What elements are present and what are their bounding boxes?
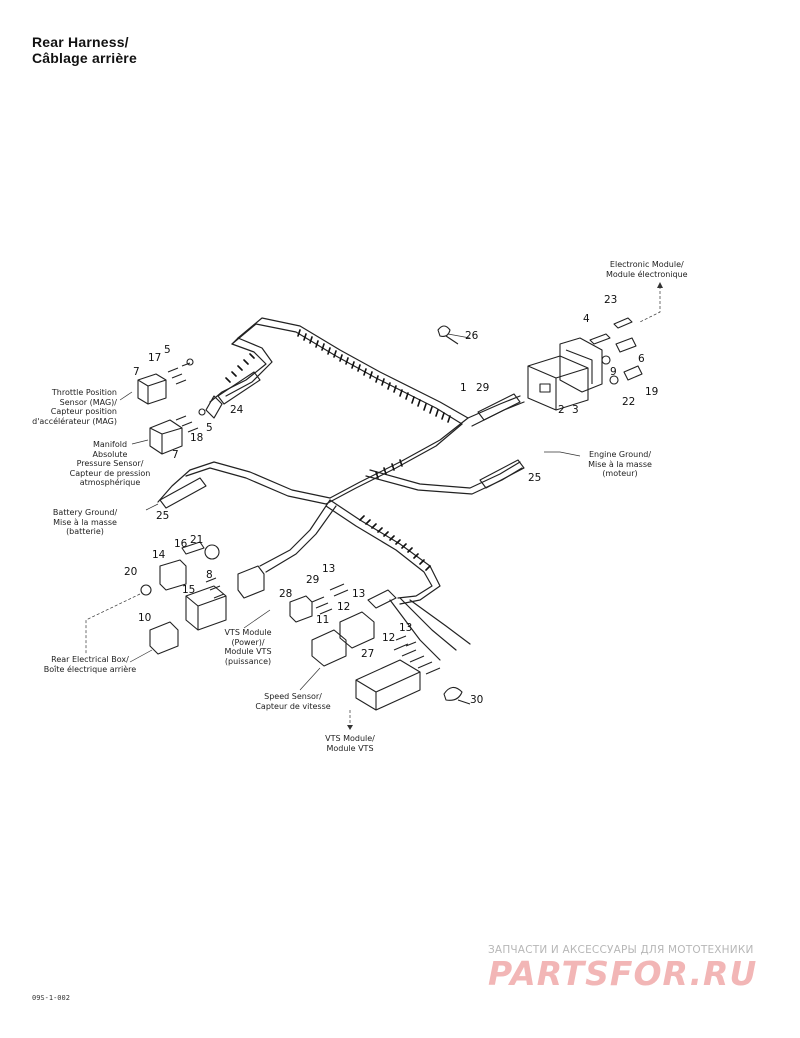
harness-engine-ground [369, 461, 521, 489]
label-line: Module électronique [606, 269, 688, 279]
label-line: Boîte électrique arrière [43, 664, 137, 674]
label-line: Pressure Sensor/ [76, 459, 144, 468]
part-number: 19 [645, 386, 659, 398]
part-number: 13 [399, 622, 413, 634]
sleeve-29 [477, 393, 521, 421]
label-map-sensor: Manifold Absolute Pressure Sensor/ Capte… [58, 440, 162, 488]
electronic-module-part [527, 337, 603, 411]
part-number: 15 [182, 584, 196, 596]
watermark-logo: PARTSFOR.RU [488, 954, 758, 993]
part-number: 20 [124, 566, 138, 578]
part-number: 22 [622, 396, 636, 408]
drawing-code: 09S-1-002 [32, 994, 70, 1002]
vts-connector-part [355, 659, 421, 711]
part-number: 21 [190, 534, 204, 546]
sleeve-25-battery [159, 477, 207, 509]
part-number: 2 [558, 404, 565, 416]
harness-rear-box-branch [259, 499, 331, 567]
part-number: 12 [382, 632, 396, 644]
label-line: Rear Electrical Box/ [51, 655, 129, 664]
label-line: Electronic Module/ [609, 260, 684, 269]
part-number: 29 [306, 574, 320, 586]
label-tps: Throttle Position Sensor (MAG)/ Capteur … [32, 388, 117, 426]
part-number: 13 [322, 563, 336, 575]
label-line: Mise à la masse [53, 517, 117, 527]
part-number: 4 [583, 313, 590, 325]
label-line: Module VTS [224, 647, 272, 656]
label-line: d'accélérateur (MAG) [32, 416, 117, 426]
part-number: 23 [604, 294, 618, 306]
watermark: ЗАПЧАСТИ И АКСЕССУАРЫ ДЛЯ МОТОТЕХНИКИ PA… [488, 944, 788, 992]
label-engine-ground: Engine Ground/ Mise à la masse (moteur) [574, 450, 666, 479]
part-number: 14 [152, 549, 166, 561]
label-line: Capteur de pression [69, 468, 151, 478]
label-line: Capteur de vitesse [255, 701, 331, 711]
part-number: 25 [156, 510, 170, 522]
part-number: 24 [230, 404, 244, 416]
label-line: Module VTS [326, 743, 374, 753]
harness-top-branch [237, 317, 469, 419]
part-number: 8 [206, 569, 213, 581]
part-number: 26 [465, 330, 479, 342]
part-number: 30 [470, 694, 484, 706]
tps-connector-part [137, 373, 167, 405]
label-rear-electrical-box: Rear Electrical Box/ Boîte électrique ar… [34, 655, 146, 674]
label-vts-power: VTS Module (Power)/ Module VTS (puissanc… [212, 628, 284, 666]
title-line-1: Rear Harness/ [32, 34, 129, 50]
part-number: 18 [190, 432, 204, 444]
part-number: 5 [164, 344, 171, 356]
part-number: 7 [133, 366, 140, 378]
part-number: 29 [476, 382, 490, 394]
label-line: Battery Ground/ [52, 508, 118, 517]
part-number: 3 [572, 404, 579, 416]
part-number: 12 [337, 601, 351, 613]
label-vts-module: VTS Module/ Module VTS [312, 734, 388, 753]
clamp-30 [443, 686, 471, 705]
sleeve-24 [217, 371, 261, 405]
label-line: Absolute [92, 449, 128, 459]
label-line: Manifold [92, 440, 128, 449]
rear-electrical-box-part [149, 559, 227, 655]
part-number: 16 [174, 538, 188, 550]
label-line: (Power)/ [231, 637, 265, 647]
part-number: 10 [138, 612, 152, 624]
part-number: 17 [148, 352, 162, 364]
part-number: 5 [206, 422, 213, 434]
label-speed-sensor: Speed Sensor/ Capteur de vitesse [248, 692, 338, 711]
label-electronic-module: Electronic Module/ Module électronique [606, 260, 688, 279]
harness-tps-branch [209, 343, 267, 403]
part-number: 27 [361, 648, 375, 660]
page-title: Rear Harness/ Câblage arrière [32, 34, 137, 66]
label-line: atmosphérique [79, 478, 141, 487]
label-line: (batterie) [66, 527, 104, 536]
label-battery-ground: Battery Ground/ Mise à la masse (batteri… [40, 508, 130, 537]
label-line: Throttle Position [51, 388, 117, 397]
label-line: VTS Module [224, 628, 272, 637]
label-line: (moteur) [602, 469, 638, 478]
sleeve-25-engine [479, 459, 525, 489]
part-number: 28 [279, 588, 293, 600]
label-line: VTS Module/ [325, 734, 375, 743]
part-number: 9 [610, 366, 617, 378]
label-line: Mise à la masse [588, 459, 652, 469]
part-number: 7 [172, 449, 179, 461]
label-line: Sensor (MAG)/ [59, 397, 117, 407]
part-number: 6 [638, 353, 645, 365]
map-connector-part [149, 419, 183, 455]
harness-left-branch [189, 461, 331, 499]
clamp-26 [437, 325, 459, 345]
label-line: Capteur position [50, 407, 117, 416]
label-line: Speed Sensor/ [264, 692, 322, 701]
title-line-2: Câblage arrière [32, 50, 137, 66]
part-number: 1 [460, 382, 467, 394]
part-number: 25 [528, 472, 542, 484]
harness-lower-trunk [329, 499, 441, 605]
part-number: 11 [316, 614, 330, 626]
label-line: (puissance) [224, 656, 272, 666]
label-line: Engine Ground/ [588, 450, 652, 459]
part-number: 13 [352, 588, 366, 600]
watermark-tagline: ЗАПЧАСТИ И АКСЕССУАРЫ ДЛЯ МОТОТЕХНИКИ [488, 944, 754, 956]
